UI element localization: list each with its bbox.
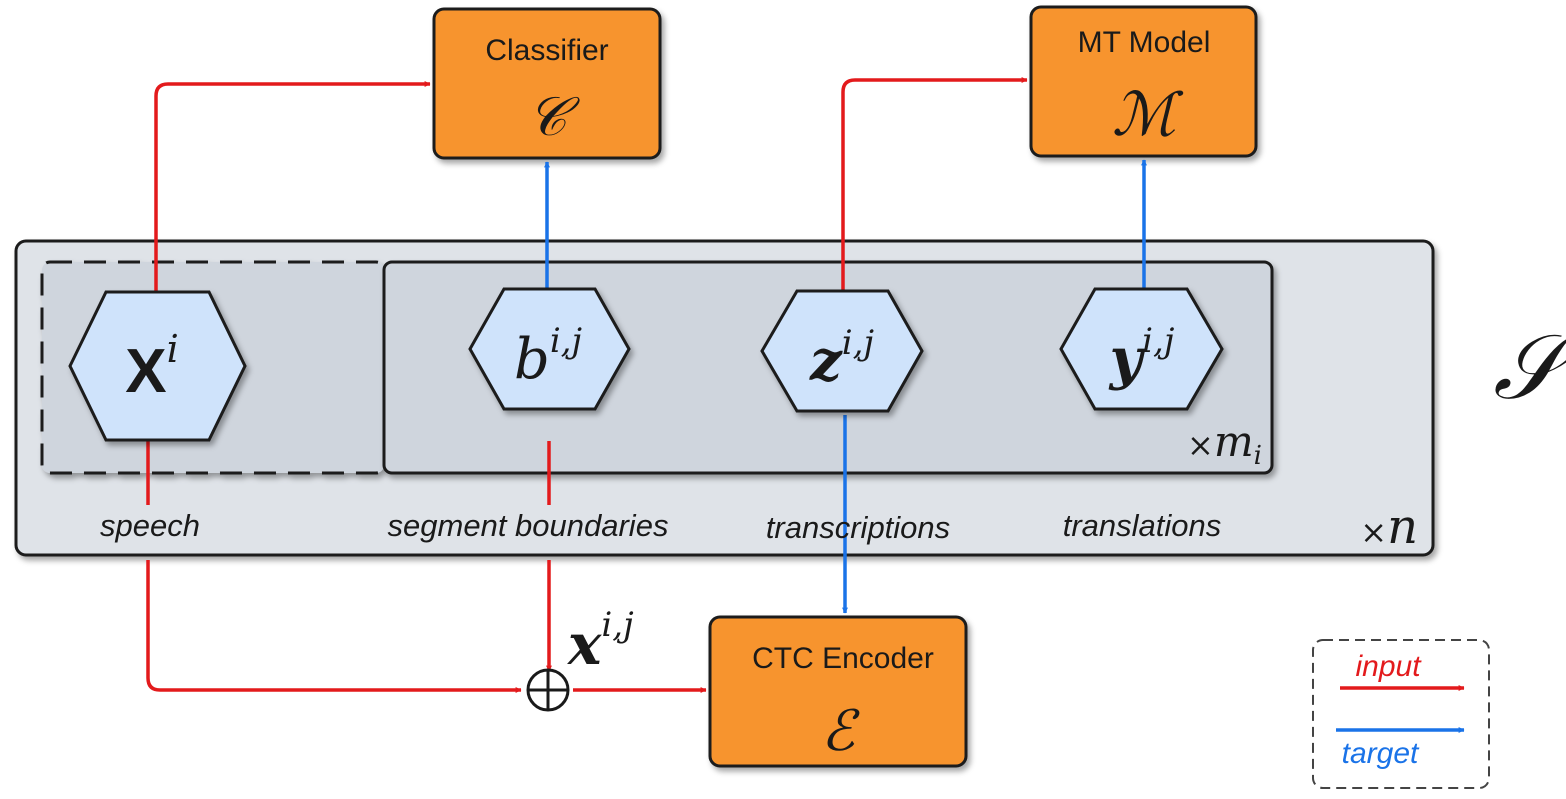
speech-node-label: Xi: [125, 327, 179, 406]
segment-multiplicity-label: ×mi: [1187, 417, 1262, 471]
transcriptions-label: transcriptions: [766, 510, 950, 545]
input-arrows: [146, 77, 1028, 693]
legend-target-label: target: [1342, 737, 1420, 770]
transcription-to-mt-arrow: [841, 77, 1028, 293]
speech-label: speech: [100, 508, 200, 543]
ctc-encoder-module: CTC Encoder ℰ: [708, 615, 968, 768]
ctc-encoder-label: CTC Encoder: [752, 642, 934, 675]
ctc-encoder-symbol: ℰ: [821, 699, 860, 764]
combine-operator: [526, 668, 570, 712]
classifier-label: Classifier: [485, 34, 608, 67]
speech-to-classifier-arrow: [154, 81, 431, 293]
mt-model-module: MT Model ℳ: [1029, 5, 1258, 158]
speech-node: Xi: [68, 290, 247, 442]
classifier-module: Classifier 𝒞: [432, 7, 662, 160]
translation-node: yi,j: [1059, 287, 1224, 411]
transcription-node: zi,j: [760, 289, 924, 413]
boundary-node: bi,j: [468, 287, 631, 411]
mt-model-symbol: ℳ: [1112, 80, 1184, 150]
translations-label: translations: [1063, 508, 1222, 543]
mt-model-label: MT Model: [1078, 26, 1211, 59]
boundary-node-label: bi,j: [514, 321, 583, 392]
translation-node-label: yi,j: [1108, 321, 1175, 392]
segment-boundaries-label: segment boundaries: [388, 508, 669, 543]
target-arrows: [544, 159, 1147, 614]
speech-to-combine-arrow: [146, 560, 522, 693]
dataset-symbol: 𝒮: [1493, 315, 1566, 420]
legend-box: [1312, 639, 1490, 789]
legend-input-label: input: [1355, 650, 1422, 683]
segment-variable-label: xi,j: [567, 605, 634, 678]
dataset-multiplicity-label: ×n: [1360, 499, 1418, 555]
transcription-node-label: zi,j: [809, 323, 874, 394]
legend: input target: [1312, 639, 1490, 789]
